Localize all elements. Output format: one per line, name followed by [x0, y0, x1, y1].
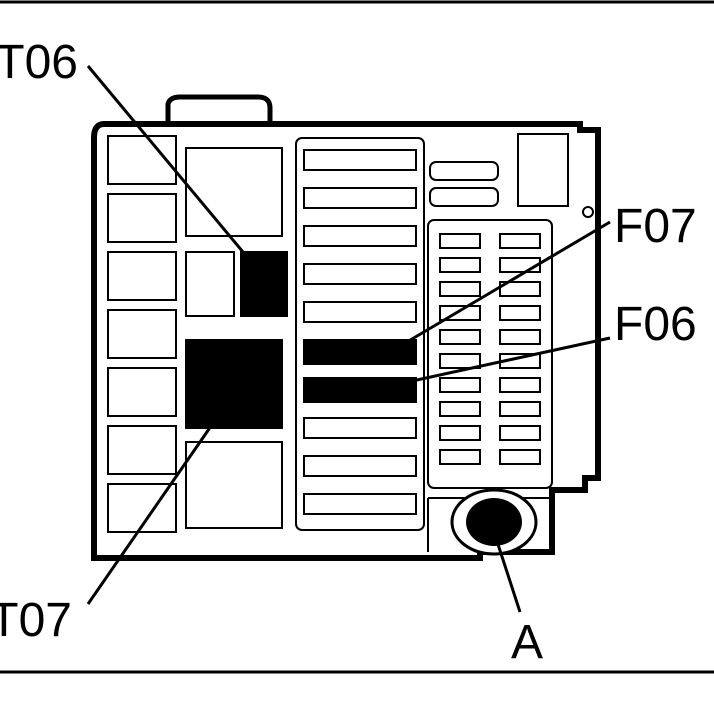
label-t06: T06: [0, 36, 78, 89]
mini-fuse-grid: [439, 233, 541, 465]
label-a: A: [511, 616, 543, 669]
leader-t07: [86, 415, 220, 605]
label-t07: T07: [0, 594, 72, 647]
leader-f07: [389, 220, 611, 354]
left-slot-column: [107, 135, 177, 533]
bolt-a: [450, 488, 538, 556]
fuse-f07: [303, 339, 417, 365]
fuse-f06: [303, 377, 417, 403]
center-fuse-column: [295, 137, 425, 531]
leader-t06: [86, 65, 260, 271]
relay-t06: [240, 251, 288, 317]
leader-a: [492, 531, 522, 613]
relay-t07: [185, 339, 283, 429]
label-f07: F07: [614, 200, 697, 253]
label-f06: F06: [614, 298, 697, 351]
relay-area: [185, 147, 288, 529]
leader-f06: [379, 336, 611, 390]
right-fuse-area: [427, 133, 594, 552]
